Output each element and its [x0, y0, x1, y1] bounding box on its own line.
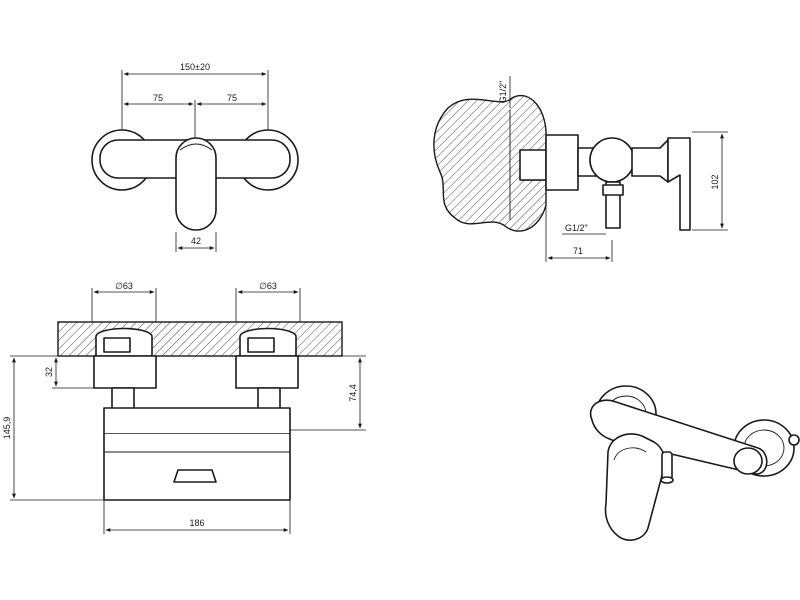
label-total-width: 150±20 [180, 62, 210, 72]
side-handle [667, 137, 691, 231]
handle-lever [175, 137, 217, 231]
front-view: 150±20 75 75 42 [91, 62, 299, 252]
label-outlet-thread: G1/2" [565, 223, 588, 233]
label-left-flange: ∅63 [115, 281, 133, 291]
iso-handle [604, 433, 666, 541]
label-outlet-height: 74,4 [348, 384, 358, 402]
isometric-view [589, 385, 800, 541]
side-view: G1/2" 102 G1/2" 71 [433, 76, 728, 262]
label-left-offset: 75 [153, 93, 163, 103]
label-side-height: 102 [710, 174, 720, 189]
label-body-width: 186 [189, 518, 204, 528]
bottom-view: ∅63 ∅63 32 145,9 [2, 281, 366, 534]
label-inlet-thread: G1/2" [498, 81, 508, 104]
label-wall-gap: 32 [44, 367, 54, 377]
label-right-flange: ∅63 [259, 281, 277, 291]
label-side-depth: 71 [573, 246, 583, 256]
label-handle-width: 42 [191, 236, 201, 246]
label-right-offset: 75 [227, 93, 237, 103]
mixer-body [103, 407, 291, 435]
label-total-height: 145,9 [2, 417, 12, 440]
